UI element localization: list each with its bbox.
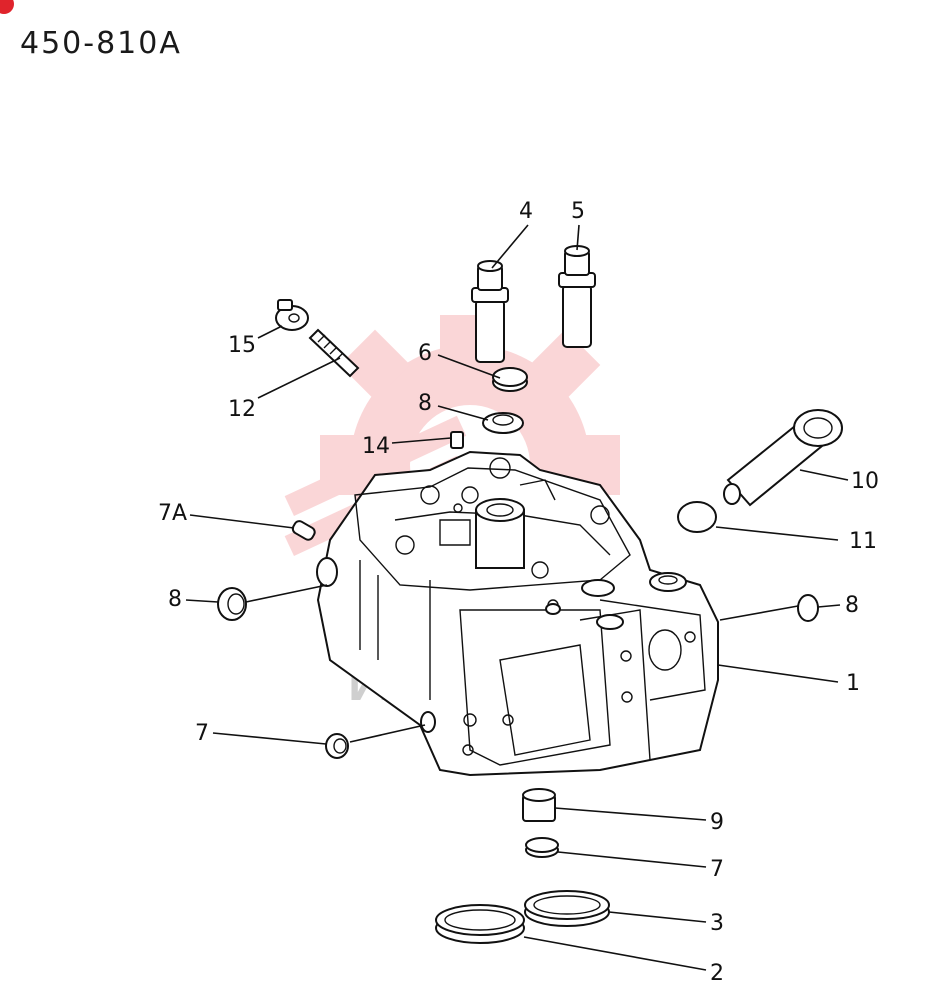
part-14-dowel bbox=[450, 431, 464, 449]
part-11-o-ring bbox=[677, 501, 717, 533]
label-7-left: 7 bbox=[195, 721, 209, 746]
part-8-washer-top bbox=[482, 412, 524, 434]
part-4-valve-guide bbox=[471, 260, 509, 363]
label-7a: 7A bbox=[158, 501, 187, 526]
part-7-plug-left bbox=[325, 733, 349, 759]
label-6: 6 bbox=[418, 341, 432, 366]
label-8-right: 8 bbox=[845, 593, 859, 618]
cylinder-head bbox=[316, 450, 719, 777]
part-7a-pin bbox=[291, 520, 316, 541]
label-7-bottom: 7 bbox=[710, 857, 724, 882]
label-12: 12 bbox=[228, 397, 256, 422]
label-3: 3 bbox=[710, 911, 724, 936]
label-14: 14 bbox=[362, 434, 390, 459]
part-2-ring bbox=[435, 904, 525, 944]
diagram-code: 450-810A bbox=[20, 26, 182, 61]
label-1: 1 bbox=[846, 671, 860, 696]
part-8-plug-left bbox=[217, 587, 247, 621]
part-6-ring bbox=[492, 367, 528, 392]
callout-labels: 4 5 6 8 14 15 12 7A 8 7 8 1 10 11 9 7 3 … bbox=[158, 199, 879, 986]
label-9: 9 bbox=[710, 810, 724, 835]
corner-badge bbox=[0, 0, 14, 14]
part-7-plug-bottom bbox=[525, 837, 559, 858]
part-9-insert bbox=[522, 788, 556, 822]
part-8-plug-right bbox=[797, 594, 819, 622]
label-10: 10 bbox=[851, 469, 879, 494]
part-15-nut bbox=[275, 299, 309, 331]
part-5-valve-guide bbox=[558, 245, 596, 348]
label-2: 2 bbox=[710, 961, 724, 986]
part-12-stud bbox=[308, 328, 360, 378]
label-8-left: 8 bbox=[168, 587, 182, 612]
part-3-ring bbox=[524, 890, 610, 927]
label-5: 5 bbox=[571, 199, 585, 224]
label-4: 4 bbox=[519, 199, 533, 224]
leader-lines bbox=[185, 224, 849, 971]
part-10-sleeve bbox=[723, 409, 843, 507]
label-15: 15 bbox=[228, 333, 256, 358]
label-11: 11 bbox=[849, 529, 877, 554]
label-8-top: 8 bbox=[418, 391, 432, 416]
